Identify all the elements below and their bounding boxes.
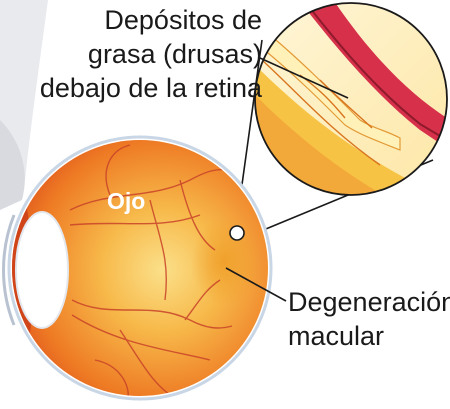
drusen-label: Depósitos de grasa (drusas) debajo de la… [40,3,262,105]
macular-label-line1: Degeneración [288,287,450,317]
macular-label-line2: macular [288,321,385,351]
drusen-label-line2: grasa (drusas) [87,39,262,69]
detail-point-marker [229,225,245,241]
background-shade [0,0,48,210]
eye-label: Ojo [107,188,146,214]
eyeball-illustration [2,135,273,401]
macular-degeneration-label: Degeneración macular [288,285,450,353]
drusen-pointer-line [259,57,349,99]
magnified-retina-inset [254,2,448,196]
lens [15,211,69,329]
drusen-label-line1: Depósitos de [104,5,262,35]
macular-pointer-line [225,267,287,302]
blood-vessels [69,144,233,396]
drusen-label-line3: debajo de la retina [39,73,262,103]
